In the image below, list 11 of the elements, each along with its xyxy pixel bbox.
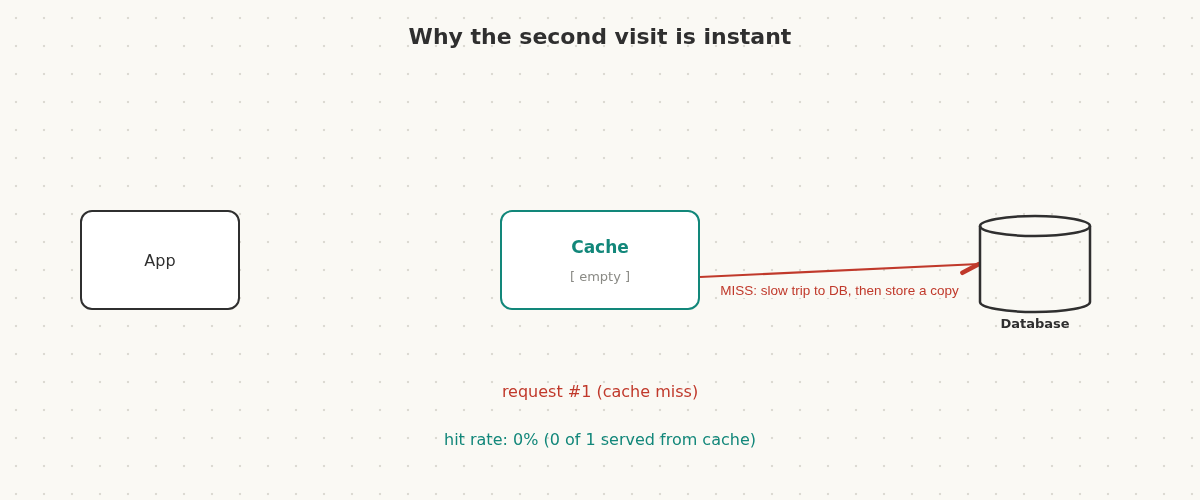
process-box — [500, 210, 700, 310]
connector-line — [699, 261, 982, 279]
status-note: request #1 (cache miss) — [501, 382, 699, 401]
status-note: hit rate: 0% (0 of 1 served from cache) — [444, 430, 756, 449]
node-label: Cache — [571, 236, 629, 257]
node-label: App — [144, 250, 176, 270]
edge-label: MISS: slow trip to DB, then store a copy — [718, 283, 961, 298]
process-box — [80, 210, 240, 310]
node-label: Database — [1000, 316, 1070, 331]
diagram-title: Why the second visit is instant — [408, 24, 792, 49]
node-status: [ empty ] — [569, 268, 631, 284]
